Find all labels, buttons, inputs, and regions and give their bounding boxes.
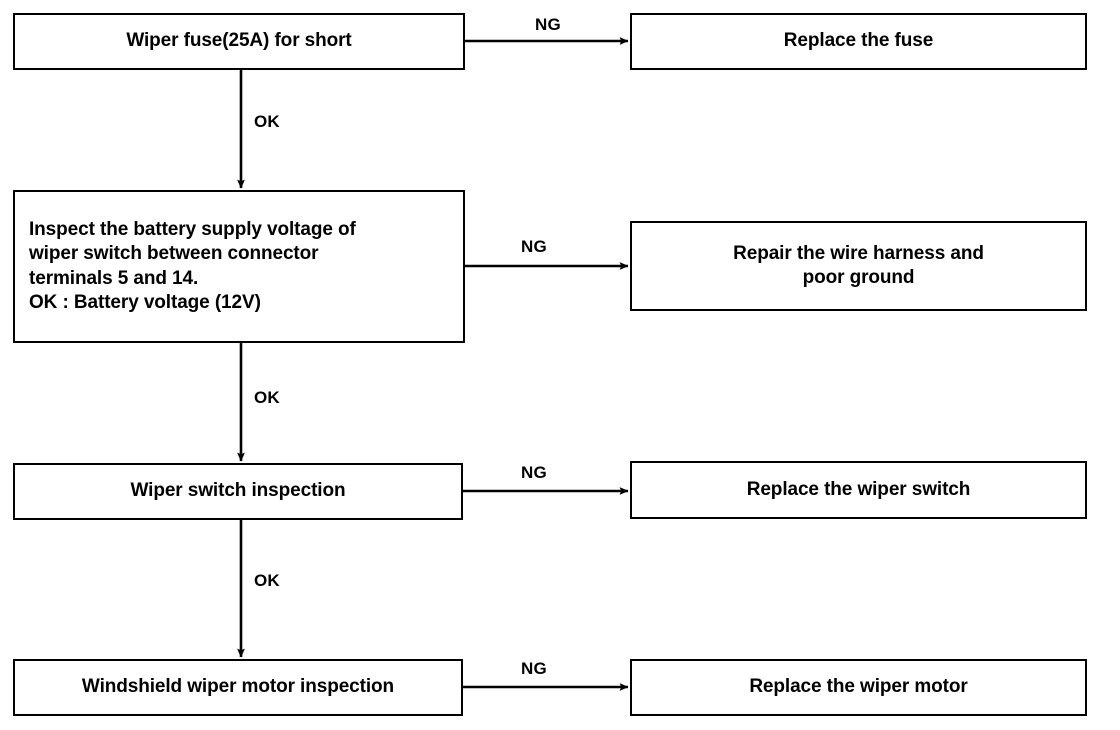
flowchart-edge-label-voltage-ok: OK xyxy=(254,388,280,407)
flowchart-node-repair-harness[interactable]: Repair the wire harness and poor ground xyxy=(630,221,1087,311)
flowchart-edge-label-fuse-ok: OK xyxy=(254,112,280,131)
flowchart-node-check-fuse[interactable]: Wiper fuse(25A) for short xyxy=(13,13,465,70)
flowchart-edge-label-motor-ng: NG xyxy=(521,659,547,678)
flowchart-edge-label-voltage-ng: NG xyxy=(521,237,547,256)
flowchart-node-replace-wiper-switch[interactable]: Replace the wiper switch xyxy=(630,461,1087,519)
flowchart-edge-label-fuse-ng: NG xyxy=(535,15,561,34)
flowchart-node-replace-fuse[interactable]: Replace the fuse xyxy=(630,13,1087,70)
flowchart-node-label: Wiper switch inspection xyxy=(130,480,346,502)
flowchart-node-label: Replace the wiper motor xyxy=(749,676,968,698)
flowchart-node-label: Wiper fuse(25A) for short xyxy=(126,30,352,52)
flowchart-node-wiper-motor-inspection[interactable]: Windshield wiper motor inspection xyxy=(13,659,463,716)
flowchart-edge-label-switch-ok: OK xyxy=(254,571,280,590)
flowchart-node-label: Replace the wiper switch xyxy=(746,478,971,500)
flowchart-node-label: Windshield wiper motor inspection xyxy=(81,676,395,698)
flowchart-node-wiper-switch-inspection[interactable]: Wiper switch inspection xyxy=(13,463,463,520)
flowchart-edge-label-switch-ng: NG xyxy=(521,463,547,482)
flowchart-node-replace-wiper-motor[interactable]: Replace the wiper motor xyxy=(630,659,1087,716)
flowchart-node-label: Replace the fuse xyxy=(783,30,934,52)
flowchart-node-inspect-battery-voltage[interactable]: Inspect the battery supply voltage of wi… xyxy=(13,190,465,343)
flowchart-node-label: Repair the wire harness and poor ground xyxy=(733,242,984,288)
flowchart-node-label: Inspect the battery supply voltage of wi… xyxy=(29,218,356,313)
